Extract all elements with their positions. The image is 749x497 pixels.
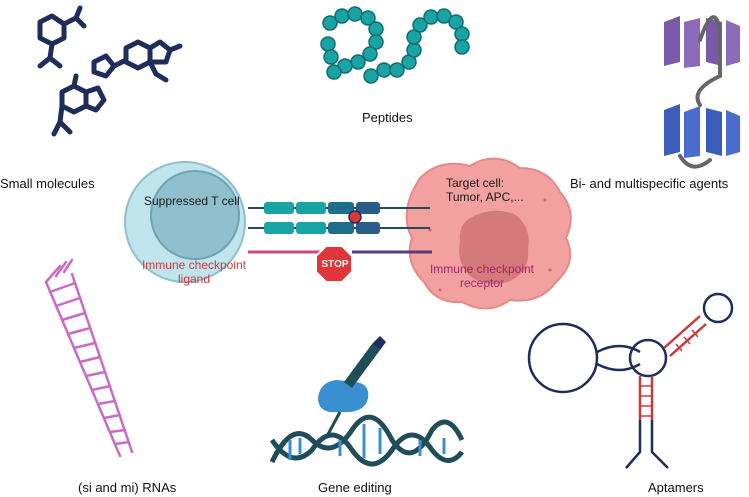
- label-receptor-line1: Immune checkpoint: [429, 262, 535, 276]
- label-rnas: (si and mi) RNAs: [78, 480, 177, 495]
- label-target-cell-line2: Tumor, APC,...: [446, 190, 524, 204]
- checkpoint-complex: [248, 202, 432, 254]
- label-target-cell-line1: Target cell:: [446, 176, 505, 190]
- rna-icon: [44, 258, 134, 458]
- label-gene-editing: Gene editing: [318, 480, 392, 495]
- label-small-molecules: Small molecules: [0, 176, 95, 191]
- stop-sign-label: STOP: [321, 259, 349, 270]
- label-t-cell: Suppressed T cell: [144, 194, 240, 208]
- label-bispecific-agents: Bi- and multispecific agents: [570, 176, 729, 191]
- peptides-icon: [320, 6, 470, 84]
- stop-sign-icon: [315, 245, 353, 283]
- small-molecules-icon: [37, 5, 183, 137]
- label-aptamers: Aptamers: [648, 480, 704, 495]
- t-cell-illustration: [124, 161, 246, 283]
- label-receptor-line2: receptor: [459, 276, 505, 290]
- gene-editing-icon: [269, 336, 465, 467]
- label-peptides: Peptides: [362, 110, 413, 125]
- target-cell-illustration: [405, 157, 572, 310]
- aptamers-icon: [527, 292, 734, 469]
- label-ligand-line1: Immune checkpoint: [141, 258, 247, 272]
- label-ligand-line2: ligand: [177, 272, 211, 286]
- bispecific-agents-icon: [664, 15, 740, 169]
